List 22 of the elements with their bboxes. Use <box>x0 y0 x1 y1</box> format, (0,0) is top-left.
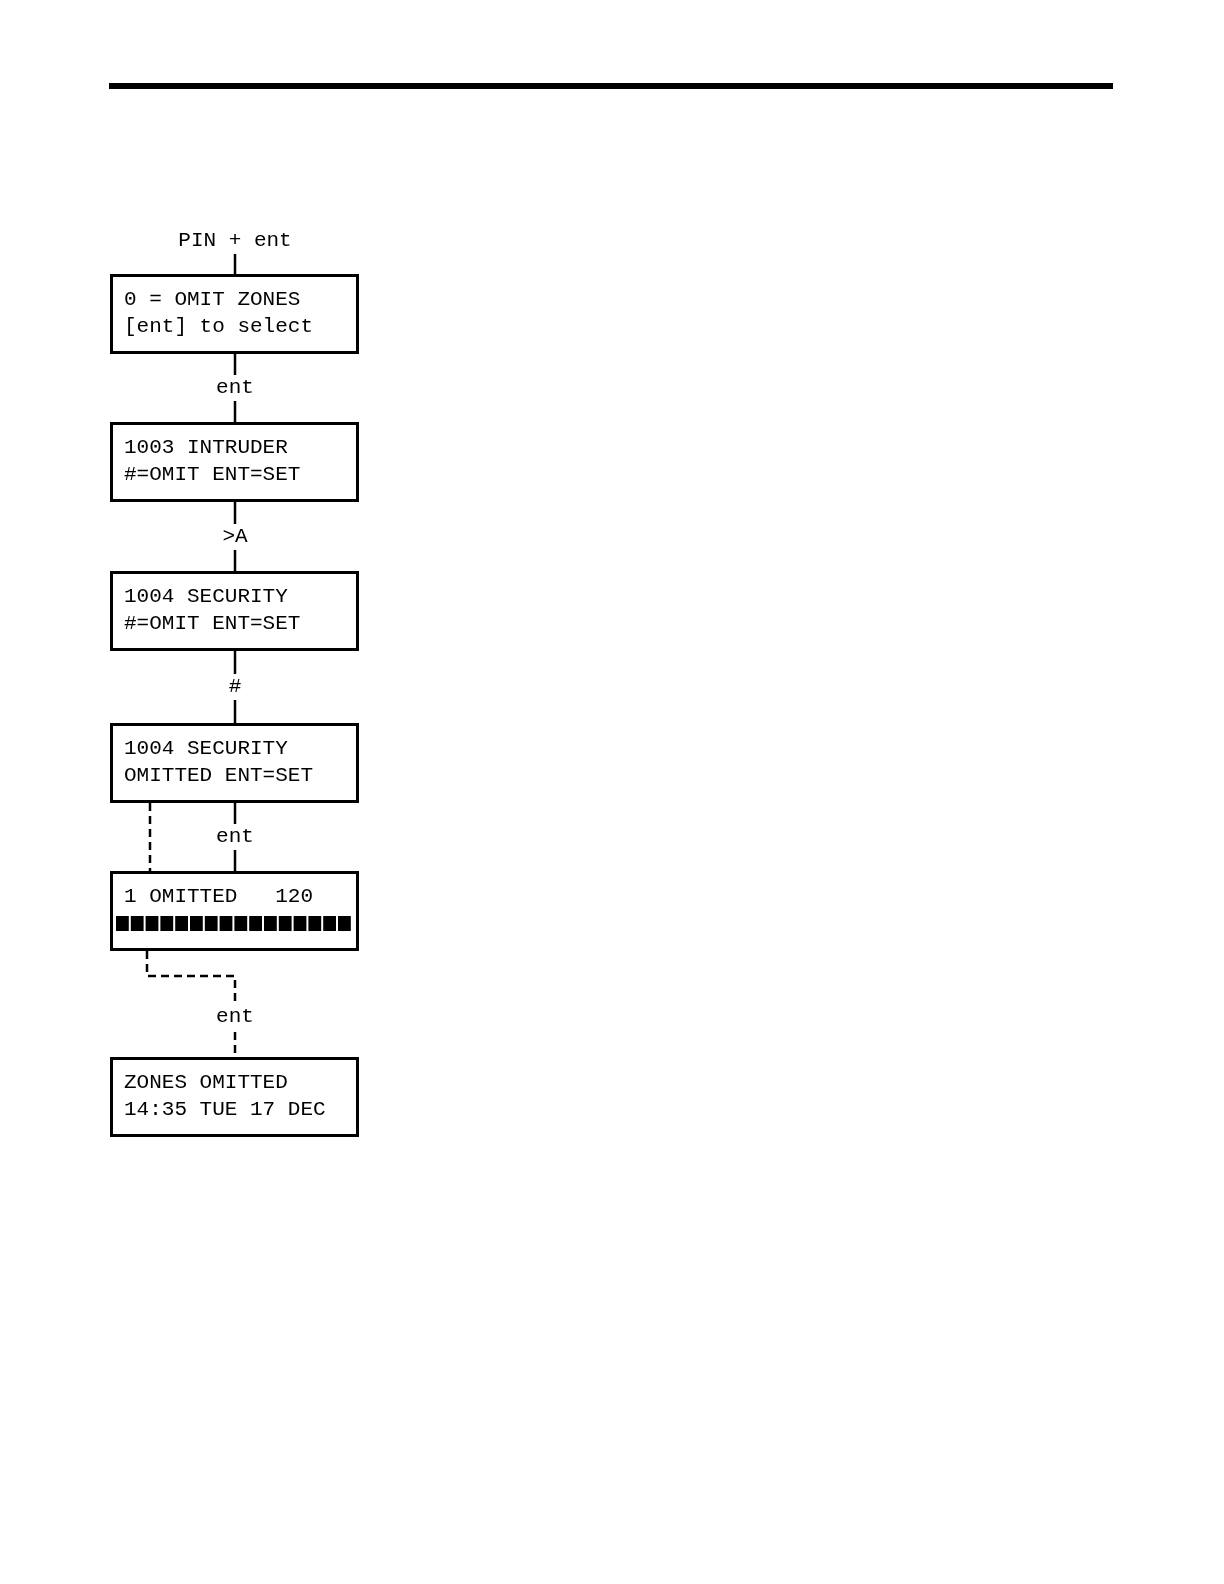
display-line: 1004 SECURITY <box>124 584 289 610</box>
edge-label: # <box>226 674 244 700</box>
display-box <box>110 871 359 951</box>
display-line: #=OMIT ENT=SET <box>124 611 302 637</box>
display-box <box>110 422 359 502</box>
display-line: 1003 INTRUDER <box>124 435 289 461</box>
start-label: PIN + ent <box>175 226 295 254</box>
display-box <box>110 1057 359 1137</box>
display-line: #=OMIT ENT=SET <box>124 462 302 488</box>
display-box <box>110 723 359 803</box>
display-line: 1004 SECURITY <box>124 736 289 762</box>
dashed-connector <box>148 803 152 871</box>
display-line: OMITTED ENT=SET <box>124 763 315 789</box>
display-box <box>110 274 359 354</box>
connector-line <box>233 254 237 274</box>
display-line: 1 OMITTED 120 <box>124 884 315 910</box>
display-line: ZONES OMITTED <box>124 1070 289 1096</box>
edge-label: >A <box>220 523 250 550</box>
display-box <box>110 571 359 651</box>
display-line: [ent] to select <box>124 314 315 340</box>
display-line: 0 = OMIT ZONES <box>124 287 302 313</box>
display-line: 14:35 TUE 17 DEC <box>124 1097 327 1123</box>
